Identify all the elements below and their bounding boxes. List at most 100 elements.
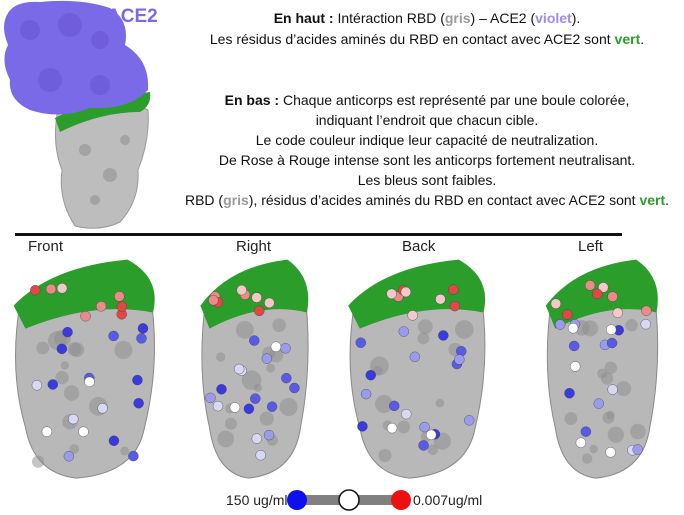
antibody-dot xyxy=(97,403,108,414)
antibody-dot xyxy=(136,333,147,344)
bottom-line-2: indiquant l’endroit que chacun cible. xyxy=(315,112,539,128)
antibody-dot xyxy=(68,413,79,425)
top-line-1: En haut : Intéraction RBD (gris) – ACE2 … xyxy=(273,10,581,26)
surface-shadow xyxy=(417,332,430,345)
legend-color-scale xyxy=(287,489,411,511)
antibody-dot xyxy=(236,284,247,296)
antibody-dot xyxy=(56,343,68,355)
antibody-dot xyxy=(398,326,409,337)
top-line-2: Les résidus d’acides aminés du RBD en co… xyxy=(209,31,645,47)
antibody-dot xyxy=(562,309,573,320)
surface-shadow xyxy=(630,423,646,440)
antibody-dot xyxy=(640,319,651,330)
view-front-image xyxy=(13,259,155,479)
antibody-dot xyxy=(612,307,623,319)
antibody-dot xyxy=(607,384,618,395)
view-left-image xyxy=(545,259,659,479)
view-label-front: Front xyxy=(28,238,64,255)
antibody-dot xyxy=(108,330,119,342)
surface-shadow xyxy=(120,446,130,456)
antibody-dot xyxy=(30,285,41,296)
ace2-rbd-structure-image xyxy=(4,0,151,229)
antibody-dot xyxy=(605,447,616,458)
contact-residues xyxy=(348,259,486,329)
surface-shadow xyxy=(235,320,254,339)
surface-shadow xyxy=(417,319,433,335)
antibody-dot xyxy=(564,387,575,399)
surface-shadow xyxy=(435,398,445,408)
antibody-dot xyxy=(607,291,618,302)
antibody-dot xyxy=(400,286,412,298)
surface-shadow xyxy=(625,319,638,332)
antibody-dot xyxy=(575,437,587,448)
surface-shadow xyxy=(55,370,69,385)
antibody-dot xyxy=(114,291,125,302)
antibody-dot xyxy=(41,426,53,437)
antibody-dot xyxy=(250,393,261,404)
antibody-dot xyxy=(80,311,91,322)
antibody-dot xyxy=(386,422,398,434)
legend-high-label: 0.007ug/ml xyxy=(413,492,483,508)
antibody-dot xyxy=(568,340,580,352)
description-top: En haut : Intéraction RBD (gris) – ACE2 … xyxy=(170,8,684,49)
antibody-dot xyxy=(266,401,278,412)
bottom-line-1: En bas : Chaque anticorps est représenté… xyxy=(224,92,630,108)
antibody-dot xyxy=(606,337,618,349)
antibody-dot xyxy=(243,403,255,415)
surface-shadow xyxy=(607,426,624,443)
antibody-dot xyxy=(554,319,566,330)
surface-shadow xyxy=(216,352,226,362)
view-label-right: Right xyxy=(236,238,272,255)
surface-shadow xyxy=(397,420,411,434)
antibody-dot xyxy=(251,292,262,303)
surface-shadow xyxy=(589,445,598,454)
surface-shadow xyxy=(69,342,85,357)
antibody-dot xyxy=(208,295,219,306)
antibody-dot xyxy=(132,374,143,386)
bottom-line-5: Les bleus sont faibles. xyxy=(357,172,497,188)
antibody-dot xyxy=(255,449,266,461)
antibody-dot xyxy=(205,392,216,404)
surface-shadow xyxy=(564,412,578,425)
legend-mid-dot xyxy=(338,489,360,511)
antibody-dot xyxy=(464,415,475,426)
surface-shadow xyxy=(217,430,235,448)
view-label-left: Left xyxy=(578,238,604,255)
antibody-dot xyxy=(641,305,652,316)
antibody-dot xyxy=(449,300,460,312)
antibody-dot xyxy=(116,301,128,312)
antibody-dot xyxy=(78,426,89,437)
antibody-dot xyxy=(570,361,581,372)
antibody-dot xyxy=(233,363,245,375)
antibody-dot xyxy=(580,426,592,437)
ace2-label: ACE2 xyxy=(107,6,158,27)
antibody-dot xyxy=(598,282,609,293)
antibody-dot xyxy=(63,451,75,462)
antibody-dot xyxy=(593,398,604,409)
surface-shadow xyxy=(63,385,80,401)
surface-shadow xyxy=(602,411,615,424)
antibody-dot xyxy=(438,330,449,341)
surface-shadow xyxy=(69,444,80,454)
antibody-dot xyxy=(550,298,562,309)
view-back-image xyxy=(348,259,486,479)
bottom-line-4: De Rose à Rouge intense sont les anticor… xyxy=(218,152,636,168)
antibody-dot xyxy=(357,421,368,432)
surface-shadow xyxy=(616,381,632,397)
antibody-dot xyxy=(280,343,291,354)
antibody-dot xyxy=(448,284,459,295)
view-label-back: Back xyxy=(402,238,436,255)
antibody-dot xyxy=(56,283,68,294)
antibody-dot xyxy=(289,382,300,394)
antibody-dot xyxy=(386,288,397,300)
antibody-dot xyxy=(419,421,430,433)
legend-low-label: 150 ug/ml xyxy=(226,492,288,508)
antibody-dot xyxy=(84,376,95,388)
antibody-dot xyxy=(418,440,429,451)
antibody-dot xyxy=(229,402,241,413)
surface-shadow xyxy=(378,449,392,463)
surface-shadow xyxy=(36,341,50,355)
antibody-dot xyxy=(254,305,265,317)
antibody-dot xyxy=(251,433,263,444)
legend-high-dot xyxy=(391,490,411,510)
